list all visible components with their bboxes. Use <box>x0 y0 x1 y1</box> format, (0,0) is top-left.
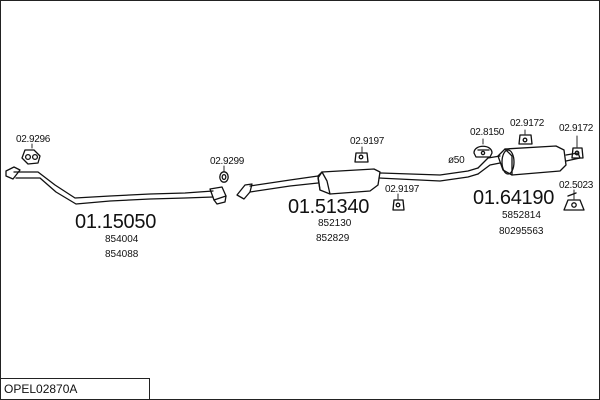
rubber-mount-icon-6 <box>518 134 533 145</box>
rear-silencer-ref-1: 5852814 <box>502 210 541 221</box>
clamp-icon-5 <box>473 145 493 158</box>
rear-silencer-ref-2: 80295563 <box>499 226 544 237</box>
diameter-label: ø50 <box>448 155 465 166</box>
accessory-label-02-9172-right: 02.9172 <box>559 123 594 134</box>
assembly-code-box: OPEL02870A <box>0 378 150 400</box>
gasket-icon-1 <box>21 149 41 165</box>
accessory-label-02-5023: 02.5023 <box>559 180 594 191</box>
accessory-label-02-9197-lower: 02.9197 <box>385 184 420 195</box>
rubber-mount-icon-3 <box>354 152 369 163</box>
middle-silencer-part-number: 01.51340 <box>288 196 370 218</box>
front-pipe-ref-2: 854088 <box>105 249 139 260</box>
rear-silencer-part-number: 01.64190 <box>473 187 555 209</box>
accessory-label-02-9172-left: 02.9172 <box>510 118 545 129</box>
rubber-mount-icon-7 <box>571 147 584 159</box>
accessory-label-02-9296: 02.9296 <box>16 134 51 145</box>
assembly-code: OPEL02870A <box>4 382 78 396</box>
rear-silencer-drawing <box>477 145 581 176</box>
bracket-icon-8 <box>563 199 585 211</box>
rubber-mount-icon-4 <box>392 199 405 211</box>
accessory-label-02-8150: 02.8150 <box>470 127 505 138</box>
front-pipe-ref-1: 854004 <box>105 234 139 245</box>
front-pipe-drawing <box>5 166 227 205</box>
accessory-label-02-9197-upper: 02.9197 <box>350 136 385 147</box>
leader-lines <box>31 129 578 200</box>
middle-silencer-ref-2: 852829 <box>316 233 350 244</box>
ring-icon-2 <box>219 171 229 183</box>
front-pipe-part-number: 01.15050 <box>75 211 157 233</box>
middle-silencer-ref-1: 852130 <box>318 218 352 229</box>
accessory-label-02-9299: 02.9299 <box>210 156 245 167</box>
middle-silencer-drawing <box>236 167 479 200</box>
accessory-icons <box>21 134 585 211</box>
